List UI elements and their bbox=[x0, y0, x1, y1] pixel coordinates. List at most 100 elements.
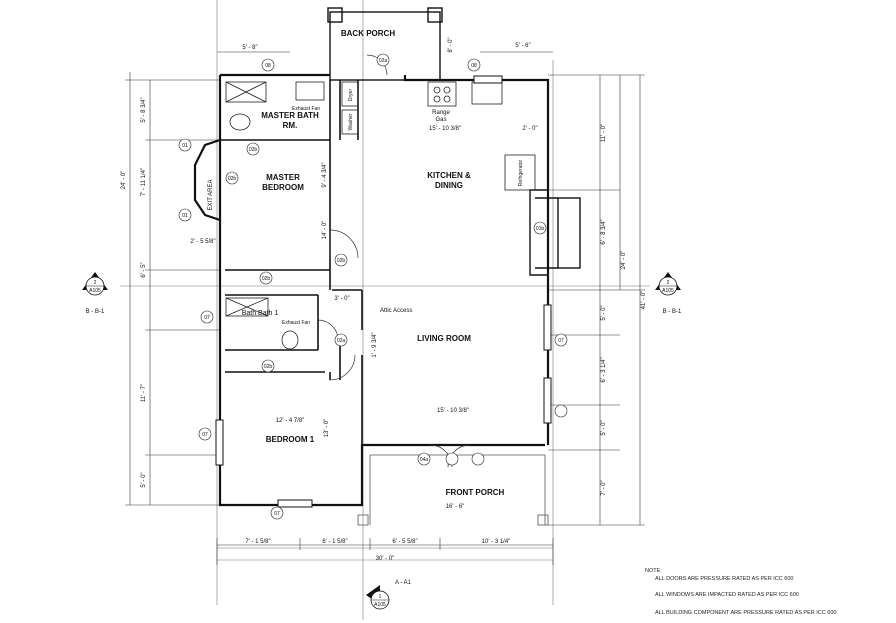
section-bottom-label: A - A1 bbox=[395, 580, 412, 586]
dim-kitchen-right: 2' - 0" bbox=[522, 126, 537, 132]
notes-line-1: ALL DOORS ARE PRESSURE RATED AS PER ICC … bbox=[655, 576, 794, 582]
tag-04a: 04a bbox=[420, 457, 429, 463]
section-left-num: 2 bbox=[94, 280, 97, 286]
room-label-master-bedroom-2: BEDROOM bbox=[262, 183, 304, 192]
dim-bottom-3: 6' - 5 5/8" bbox=[392, 539, 417, 545]
tag-bubble bbox=[178, 208, 192, 222]
tag-bubble bbox=[554, 404, 568, 418]
front-porch-outline bbox=[357, 454, 549, 526]
tag-bubble bbox=[471, 452, 485, 466]
dim-left-4: 11' - 7" bbox=[141, 384, 147, 402]
dim-right-1: 11' - 0" bbox=[601, 124, 607, 142]
section-marker-left: 2 A105 B - B-1 bbox=[82, 272, 108, 315]
dim-left-5: 5' - 0" bbox=[141, 472, 147, 487]
tag-bubble bbox=[198, 427, 212, 441]
section-left-label: B - B-1 bbox=[86, 309, 105, 315]
dim-right-5: 5' - 0" bbox=[601, 420, 607, 435]
label-attic-access: Attic Access bbox=[380, 308, 412, 314]
dim-bed1-depth: 13' - 0" bbox=[324, 419, 330, 438]
dim-right-total-2: 41' - 0" bbox=[641, 291, 647, 310]
label-exhaust-fan-1: Exhaust Fan bbox=[292, 106, 320, 112]
room-label-master-bedroom-1: MASTER bbox=[266, 173, 300, 182]
dim-porch-depth: 8' - 0" bbox=[448, 37, 454, 52]
room-label-master-bath: MASTER BATH bbox=[261, 111, 319, 120]
section-marker-bottom: 1 A105 A - A1 bbox=[366, 580, 412, 610]
dim-top-right: 5' - 6" bbox=[515, 43, 530, 49]
section-marker-right: 2 A105 B - B-1 bbox=[655, 272, 682, 315]
notes-line-3: ALL BUILDING COMPONENT ARE PRESSURE RATE… bbox=[655, 610, 837, 616]
dim-hall2: 1' - 9 3/4" bbox=[372, 332, 378, 357]
room-label-living-room: LIVING ROOM bbox=[417, 334, 471, 343]
tag-02b-2: 02b bbox=[228, 176, 237, 182]
tag-bubble bbox=[246, 142, 260, 156]
dim-right-total-1: 24' - 0" bbox=[621, 251, 627, 270]
tag-bubble bbox=[225, 171, 239, 185]
interior-walls bbox=[220, 80, 363, 445]
notes-title: NOTE: bbox=[645, 568, 662, 574]
section-left-sheet: A105 bbox=[89, 288, 101, 294]
tag-bubble bbox=[334, 253, 348, 267]
dim-left-2: 7' - 11 1/4" bbox=[141, 168, 147, 196]
dim-right-2: 6' - 8 3/4" bbox=[601, 219, 607, 244]
tag-bubbles bbox=[178, 53, 568, 520]
dim-kitchen-width: 15' - 10 3/8" bbox=[429, 126, 461, 132]
section-bottom-num: 1 bbox=[379, 594, 382, 600]
tag-01-top: 01 bbox=[182, 143, 188, 149]
dim-left-1: 5' - 8 3/4" bbox=[141, 97, 147, 122]
dim-bottom-1: 7' - 1 5/8" bbox=[245, 539, 270, 545]
tag-bubble bbox=[270, 506, 284, 520]
section-bottom-sheet: A105 bbox=[374, 602, 386, 608]
fixtures bbox=[225, 81, 536, 350]
label-refrigerator: Refrigerator bbox=[518, 159, 524, 186]
dim-bottom-total: 30' - 0" bbox=[376, 556, 395, 562]
tag-01b: 01b bbox=[536, 226, 545, 232]
tag-08-top: 08 bbox=[265, 63, 271, 69]
room-labels: BACK PORCH MASTER BATH RM. MASTER BEDROO… bbox=[242, 29, 505, 497]
dim-right-6: 7' - 0" bbox=[601, 480, 607, 495]
room-label-bath: Bath Bath 1 bbox=[242, 310, 279, 317]
tag-bubble bbox=[261, 359, 275, 373]
tag-02b-4: 02b bbox=[264, 364, 273, 370]
dim-bed1-width: 12' - 4 7/8" bbox=[276, 418, 305, 424]
section-right-label: B - B-1 bbox=[663, 309, 682, 315]
tag-text: 08 02a 08 01 01 07 07 07 07 02b 02b 02b … bbox=[182, 58, 564, 517]
dim-top-left: 5' - 8" bbox=[242, 45, 257, 51]
tag-bubble bbox=[533, 221, 547, 235]
tag-bubble bbox=[200, 310, 214, 324]
windows bbox=[215, 75, 552, 508]
tag-07-left-bath: 07 bbox=[204, 315, 210, 321]
tag-bubble bbox=[467, 58, 481, 72]
tag-bubble bbox=[178, 138, 192, 152]
label-washer: Washer bbox=[348, 113, 354, 130]
dim-left-total: 24' - 0" bbox=[121, 171, 127, 190]
tag-02a-hall: 02a bbox=[337, 338, 346, 344]
dimension-text: 5' - 8" 5' - 6" 8' - 0" 15' - 10 3/8" 2'… bbox=[121, 37, 647, 562]
tag-07-right: 07 bbox=[558, 338, 564, 344]
grid-lines bbox=[120, 0, 650, 620]
fixture-labels: EXIT AREA Attic Access Range Gas Dryer W… bbox=[208, 89, 524, 326]
dim-living-width: 15' - 10 3/8" bbox=[437, 408, 469, 414]
room-label-master-bath-rm: RM. bbox=[283, 121, 298, 130]
tag-01-bottom: 01 bbox=[182, 213, 188, 219]
label-range-1: Range bbox=[432, 110, 450, 116]
dim-right-4: 6' - 3 1/4" bbox=[601, 357, 607, 382]
dim-bottom-4: 10' - 3 1/4" bbox=[482, 539, 511, 545]
label-exit-area: EXIT AREA bbox=[208, 180, 214, 211]
bay-bump-out bbox=[529, 189, 581, 276]
room-label-front-porch: FRONT PORCH bbox=[446, 488, 505, 497]
dim-front-porch-width: 16' - 6" bbox=[446, 504, 465, 510]
section-right-num: 2 bbox=[667, 280, 670, 286]
dim-hall: 3' - 0" bbox=[334, 296, 349, 302]
dim-mb-depth: 14' - 0" bbox=[322, 221, 328, 240]
room-label-kitchen-2: DINING bbox=[435, 181, 463, 190]
dim-left-3: 6' - 5" bbox=[141, 262, 147, 277]
tag-bubble bbox=[417, 452, 431, 466]
dim-mb-width: 9' - 4 3/4" bbox=[322, 162, 328, 187]
tag-02a-porch: 02a bbox=[379, 58, 388, 64]
dim-closet: 2' - 5 5/8" bbox=[190, 239, 215, 245]
notes-line-2: ALL WINDOWS ARE IMPACTED RATED AS PER IC… bbox=[655, 592, 799, 598]
tag-02b-1: 02b bbox=[249, 147, 258, 153]
section-right-sheet: A105 bbox=[662, 288, 674, 294]
tag-bubble bbox=[376, 53, 390, 67]
